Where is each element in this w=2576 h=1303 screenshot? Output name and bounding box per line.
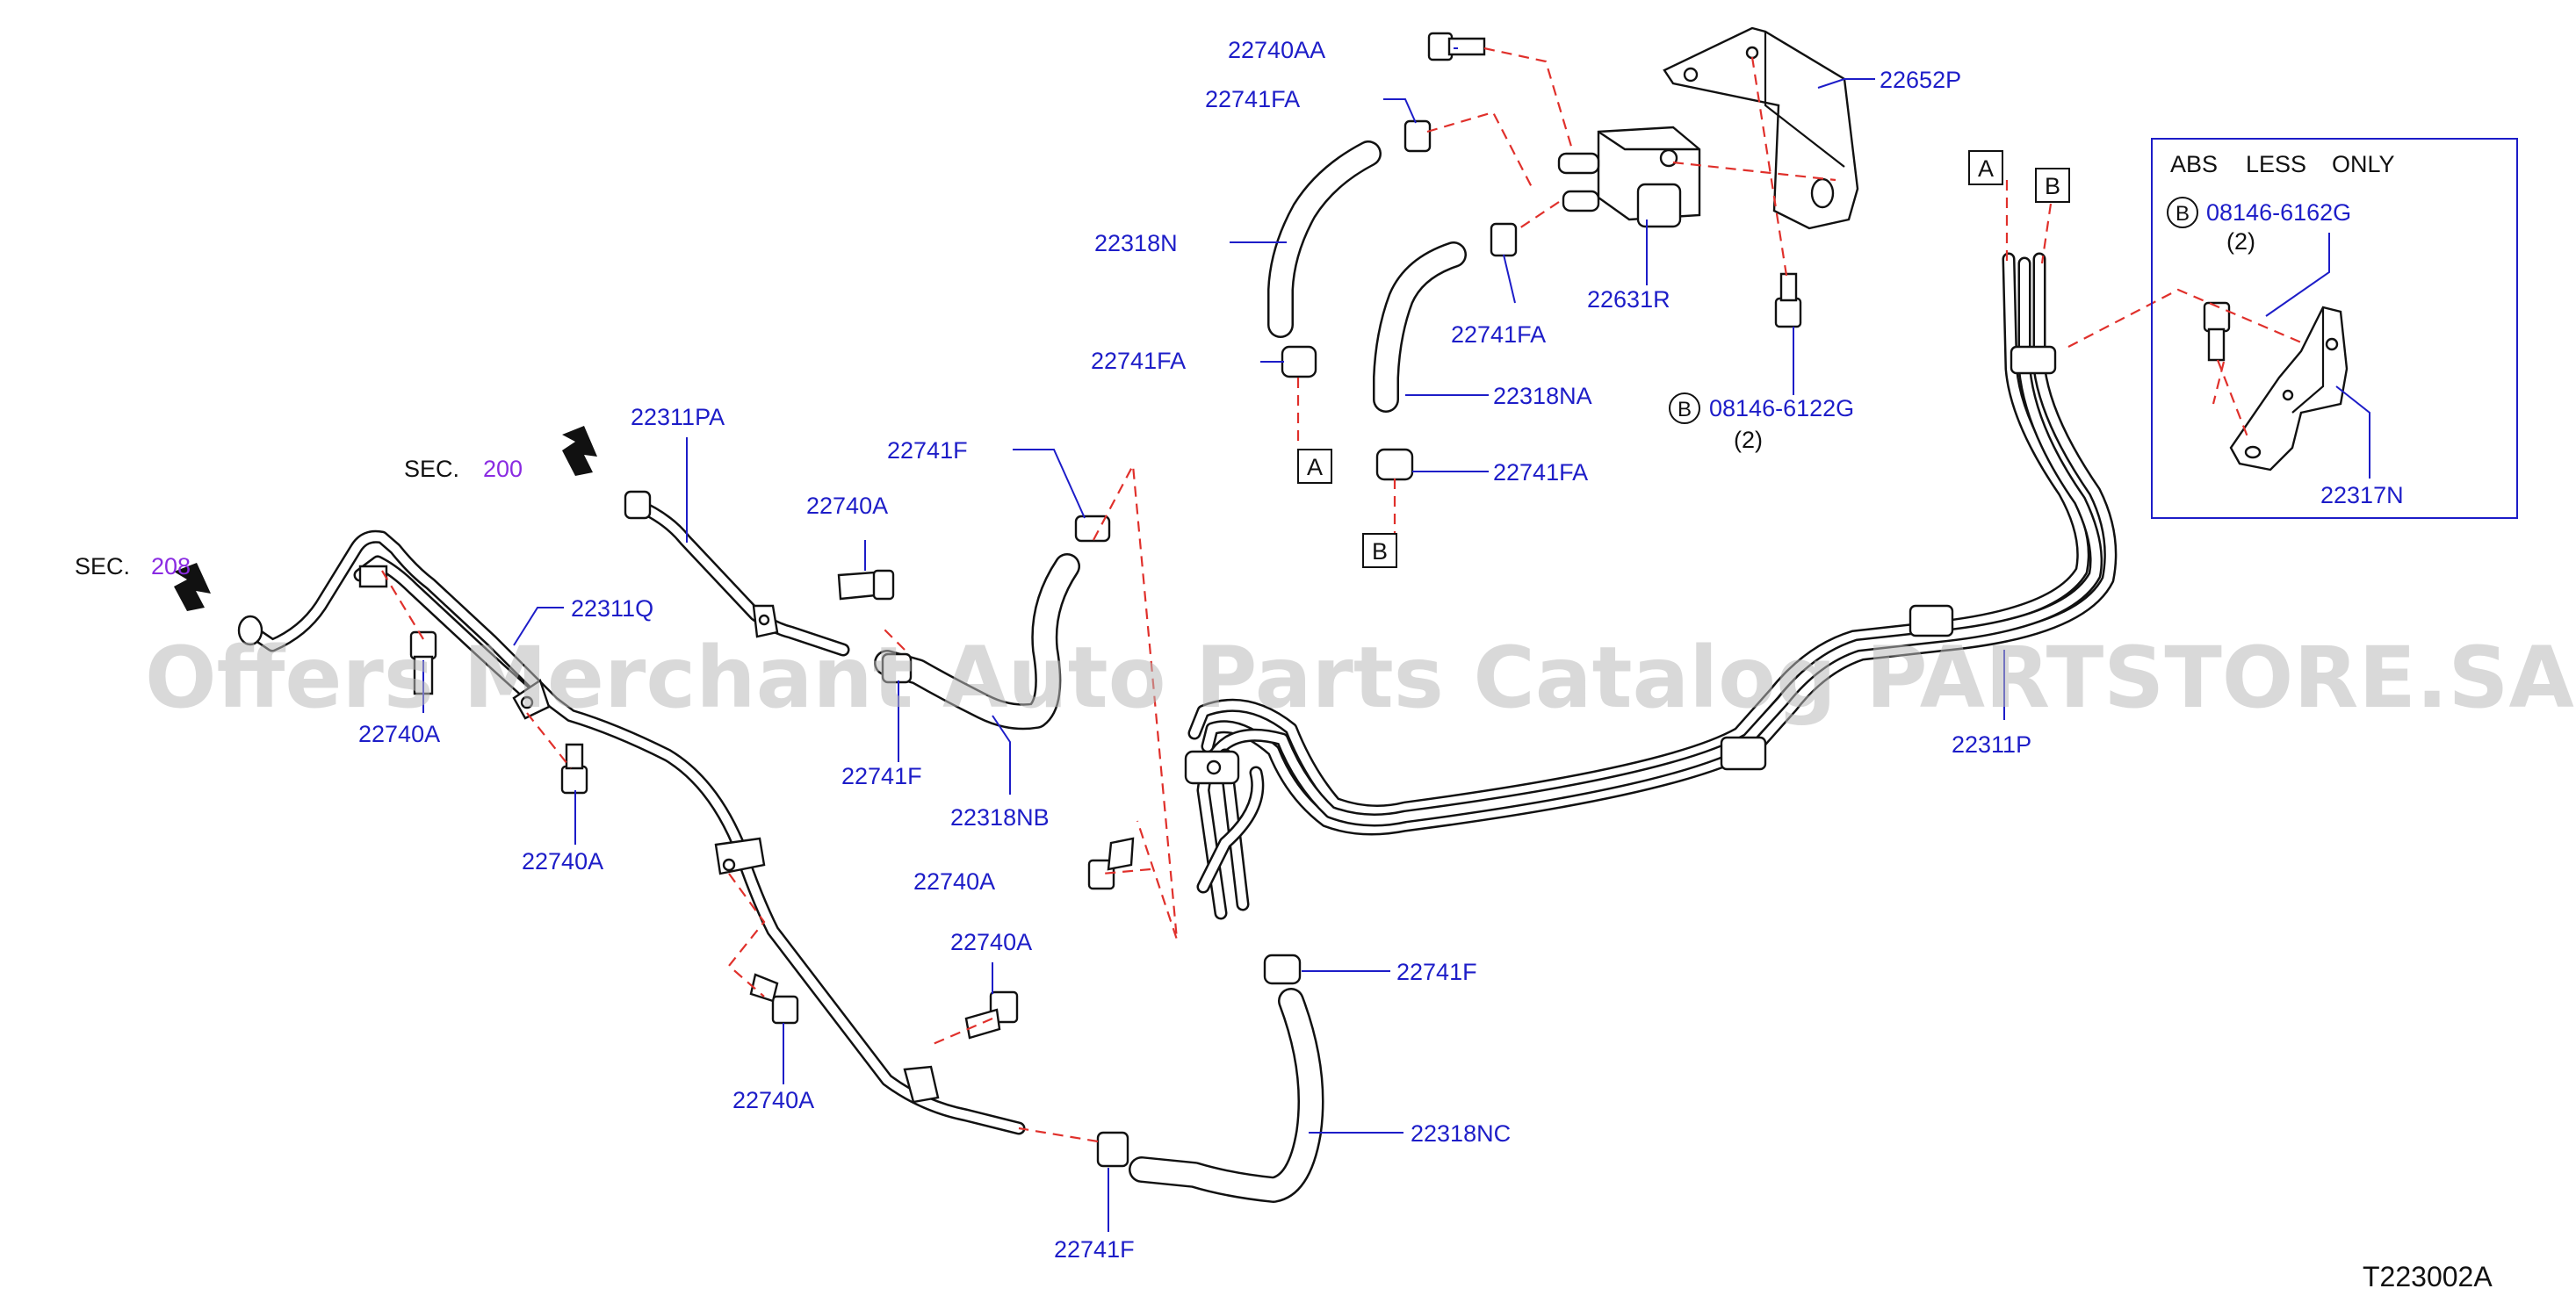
part-label-22740a-lower[interactable]: 22740A bbox=[522, 848, 603, 875]
watermark: Offers Merchant Auto Parts Catalog PARTS… bbox=[145, 629, 2574, 727]
part-label-22311pa[interactable]: 22311PA bbox=[631, 404, 725, 430]
part-label-22317n[interactable]: 22317N bbox=[2320, 482, 2404, 508]
sec-200-prefix: SEC. bbox=[404, 456, 459, 482]
tube-bundle-22311p bbox=[1184, 252, 2118, 920]
ref-box-a-label: A bbox=[1307, 454, 1323, 480]
ref-circle-b-6162g bbox=[2167, 197, 2198, 228]
hose-22318na bbox=[1373, 241, 1467, 413]
part-label-22318n[interactable]: 22318N bbox=[1094, 230, 1178, 256]
part-label-22740a-left[interactable]: 22740A bbox=[358, 721, 440, 747]
inset-title-abs: ABS bbox=[2170, 151, 2218, 177]
part-label-22740aa[interactable]: 22740AA bbox=[1228, 37, 1325, 63]
reference-markers: A B A B B B bbox=[1297, 150, 2198, 568]
ref-box-a-tube bbox=[1968, 150, 2003, 185]
qty-08146-6162g: (2) bbox=[2226, 228, 2255, 255]
ref-circle-b-6162g-label: B bbox=[2176, 202, 2190, 226]
line-art bbox=[174, 26, 2349, 1203]
part-label-22741fa-mid[interactable]: 22741FA bbox=[1451, 321, 1546, 348]
hose-22318nb bbox=[874, 553, 1080, 731]
ref-box-b bbox=[1362, 533, 1397, 568]
qty-08146-6122g: (2) bbox=[1734, 427, 1763, 453]
hose-22318n bbox=[1267, 140, 1382, 338]
ref-box-b-label: B bbox=[1372, 538, 1388, 565]
assembly-lines bbox=[381, 47, 2302, 1143]
part-labels: 22740AA 22741FA 22652P 22318N 22631R 227… bbox=[358, 37, 2404, 1263]
valve-22631r bbox=[1557, 126, 1701, 228]
part-label-22311q[interactable]: 22311Q bbox=[571, 595, 653, 622]
part-label-08146-6162g[interactable]: 08146-6162G bbox=[2206, 199, 2351, 226]
hose-clamps bbox=[881, 119, 1518, 1168]
part-label-22740a-upper[interactable]: 22740A bbox=[806, 493, 888, 519]
ref-circle-b-6122g-label: B bbox=[1678, 398, 1692, 421]
part-label-08146-6122g[interactable]: 08146-6122G bbox=[1709, 395, 1854, 421]
part-label-22741f-right[interactable]: 22741F bbox=[1396, 959, 1477, 985]
sec-200-link[interactable]: 200 bbox=[483, 456, 523, 482]
part-label-22741f-mid[interactable]: 22741F bbox=[841, 763, 922, 789]
inset-title-less: LESS bbox=[2246, 151, 2306, 177]
sec-200-arrow bbox=[562, 426, 597, 476]
abs-less-inset-frame bbox=[2151, 138, 2518, 519]
sec-208-arrow bbox=[174, 563, 211, 611]
tube-22311q bbox=[237, 529, 1026, 1135]
ref-circle-b-6122g bbox=[1669, 392, 1700, 424]
part-label-22318na[interactable]: 22318NA bbox=[1493, 383, 1592, 409]
bracket-22652p bbox=[1663, 26, 1859, 230]
part-label-22311p[interactable]: 22311P bbox=[1952, 731, 2031, 758]
part-label-22741fa-top[interactable]: 22741FA bbox=[1205, 86, 1300, 112]
leader-lines bbox=[422, 47, 2370, 1232]
part-label-22740a-right[interactable]: 22740A bbox=[950, 929, 1032, 955]
ref-box-a-tube-label: A bbox=[1978, 155, 1994, 182]
ref-box-a bbox=[1297, 449, 1332, 484]
ref-box-b-tube bbox=[2035, 168, 2070, 203]
part-label-22318nc[interactable]: 22318NC bbox=[1411, 1120, 1511, 1147]
part-label-22740a-mid[interactable]: 22740A bbox=[913, 868, 995, 895]
tube-22311pa bbox=[624, 490, 850, 657]
part-label-22741fa-low[interactable]: 22741FA bbox=[1493, 459, 1588, 486]
part-label-22741fa-left[interactable]: 22741FA bbox=[1091, 348, 1186, 374]
diagram-code: T223002A bbox=[2363, 1261, 2493, 1292]
bolts bbox=[409, 32, 2231, 1040]
part-label-22741f-upper[interactable]: 22741F bbox=[887, 437, 968, 464]
part-label-22318nb[interactable]: 22318NB bbox=[950, 804, 1050, 831]
part-label-22631r[interactable]: 22631R bbox=[1587, 286, 1670, 313]
sec-208-prefix: SEC. bbox=[75, 553, 130, 580]
part-label-22741f-bottom[interactable]: 22741F bbox=[1054, 1236, 1135, 1263]
inset-title-only: ONLY bbox=[2332, 151, 2395, 177]
part-label-22740a-bottom[interactable]: 22740A bbox=[732, 1087, 814, 1113]
hose-22318nc bbox=[1129, 988, 1324, 1203]
bracket-22317n bbox=[2229, 306, 2349, 472]
ref-box-b-tube-label: B bbox=[2045, 173, 2060, 199]
sec-208-link[interactable]: 208 bbox=[151, 553, 191, 580]
part-label-22652p[interactable]: 22652P bbox=[1880, 67, 1961, 93]
